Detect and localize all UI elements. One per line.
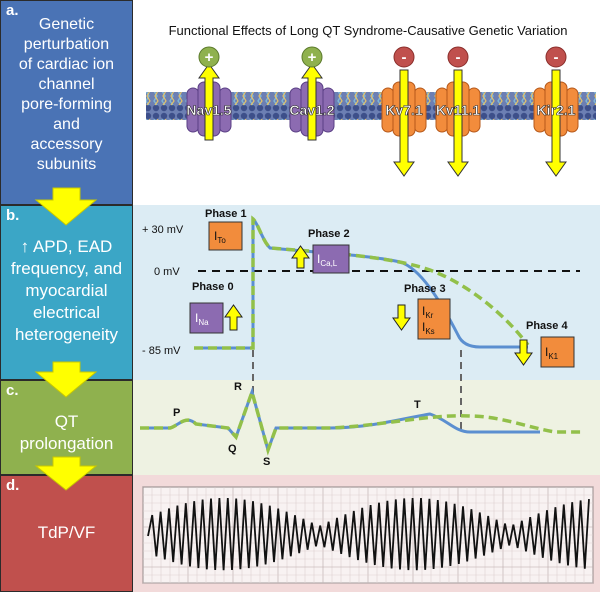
channel-effect-sign: - <box>402 49 407 66</box>
label-plus-30mv: + 30 mV <box>142 224 184 236</box>
tdp-trace <box>147 497 590 571</box>
svg-text:IKs: IKs <box>422 320 435 336</box>
panel-d-letter: d. <box>6 477 20 494</box>
panel-a-box: a. Genetic perturbation of cardiac ion c… <box>0 0 133 205</box>
channel-kv11-1: - Kv11.1 <box>435 46 481 177</box>
ik1-box: IK1 <box>540 336 575 368</box>
label-0mv: 0 mV <box>154 266 180 278</box>
channel-flux-arrow <box>393 69 415 177</box>
svg-text:ITo: ITo <box>214 229 226 245</box>
channel-name-label: Kir2.1 <box>537 102 576 118</box>
ecg-normal-trace <box>140 387 540 455</box>
loss-of-function-badge <box>545 46 567 68</box>
ina-box: INa <box>189 302 224 334</box>
channel-name-label: Nav1.5 <box>186 102 231 118</box>
svg-text:INa: INa <box>195 311 209 327</box>
svg-text:ICa,L: ICa,L <box>317 252 338 268</box>
panel-b-text: ↑ APD, EAD frequency, and myocardial ele… <box>10 237 123 344</box>
channel-flux-arrow <box>447 69 469 177</box>
ecg-p-label: P <box>173 407 180 419</box>
channel-effect-sign: - <box>456 49 461 66</box>
phase-0-up-arrow <box>224 304 243 331</box>
ap-lqts-trace <box>194 215 530 350</box>
panel-a-text: Genetic perturbation of cardiac ion chan… <box>18 16 115 173</box>
ecg-q-label: Q <box>228 443 237 455</box>
ion-channels: + Nav1.5 + Cav1.2 - Kv7.1 - Kv11.1 - Kir2.1 <box>186 46 579 177</box>
channel-effect-sign: - <box>554 49 559 66</box>
svg-text:IK1: IK1 <box>545 345 559 361</box>
channel-nav1-5: + Nav1.5 <box>186 46 232 141</box>
channel-kir2-1: - Kir2.1 <box>533 46 579 177</box>
gain-of-function-badge <box>301 46 323 68</box>
ikr-iks-box: IKr IKs <box>417 298 451 340</box>
channel-flux-arrow <box>545 69 567 177</box>
phase-4-label: Phase 4 <box>526 320 568 332</box>
channel-name-label: Kv7.1 <box>385 102 423 118</box>
flow-arrow-b-c <box>34 361 98 398</box>
ecg-s-label: S <box>263 456 270 468</box>
phase-0-label: Phase 0 <box>192 281 234 293</box>
panel-a-letter: a. <box>6 2 19 19</box>
flow-arrow-a-b <box>34 187 98 226</box>
channel-flux-arrow <box>198 63 220 141</box>
ecg-r-label: R <box>234 381 242 393</box>
loss-of-function-badge <box>393 46 415 68</box>
channel-name-label: Cav1.2 <box>289 102 334 118</box>
panel-b-box: b. ↑ APD, EAD frequency, and myocardial … <box>0 205 133 380</box>
phase-1-label: Phase 1 <box>205 208 247 220</box>
phase-2-up-arrow <box>291 245 310 269</box>
panel-a-title: Functional Effects of Long QT Syndrome-C… <box>169 23 568 38</box>
ito-box: ITo <box>208 221 243 251</box>
ap-normal-trace <box>194 215 528 350</box>
channel-name-label: Kv11.1 <box>436 102 481 118</box>
phase-3-down-arrow <box>392 304 411 331</box>
svg-text:IKr: IKr <box>422 304 434 320</box>
panel-d-box: d. TdP/VF <box>0 475 133 592</box>
ecg-lqts-trace <box>140 386 585 456</box>
gain-of-function-badge <box>198 46 220 68</box>
phase-3-label: Phase 3 <box>404 283 446 295</box>
channel-effect-sign: + <box>308 49 317 66</box>
channel-effect-sign: + <box>205 49 214 66</box>
channel-cav1-2: + Cav1.2 <box>289 46 335 141</box>
panel-c-letter: c. <box>6 382 19 399</box>
panel-d-text: TdP/VF <box>37 523 96 542</box>
ecg-t-label: T <box>414 399 421 411</box>
panel-c-text: QT prolongation <box>19 412 114 453</box>
panel-b-letter: b. <box>6 207 20 224</box>
flow-arrow-c-d <box>34 456 98 491</box>
ical-box: ICa,L <box>312 244 350 274</box>
channel-flux-arrow <box>301 63 323 141</box>
loss-of-function-badge <box>447 46 469 68</box>
phase-4-down-arrow <box>514 339 533 366</box>
label-minus-85mv: - 85 mV <box>142 345 181 357</box>
phase-annotations: Phase 1 ITo Phase 2 ICa,L Phase 0 INa Ph… <box>189 208 575 368</box>
phase-2-label: Phase 2 <box>308 228 350 240</box>
channel-kv7-1: - Kv7.1 <box>381 46 427 177</box>
ecg-strip <box>142 486 594 584</box>
